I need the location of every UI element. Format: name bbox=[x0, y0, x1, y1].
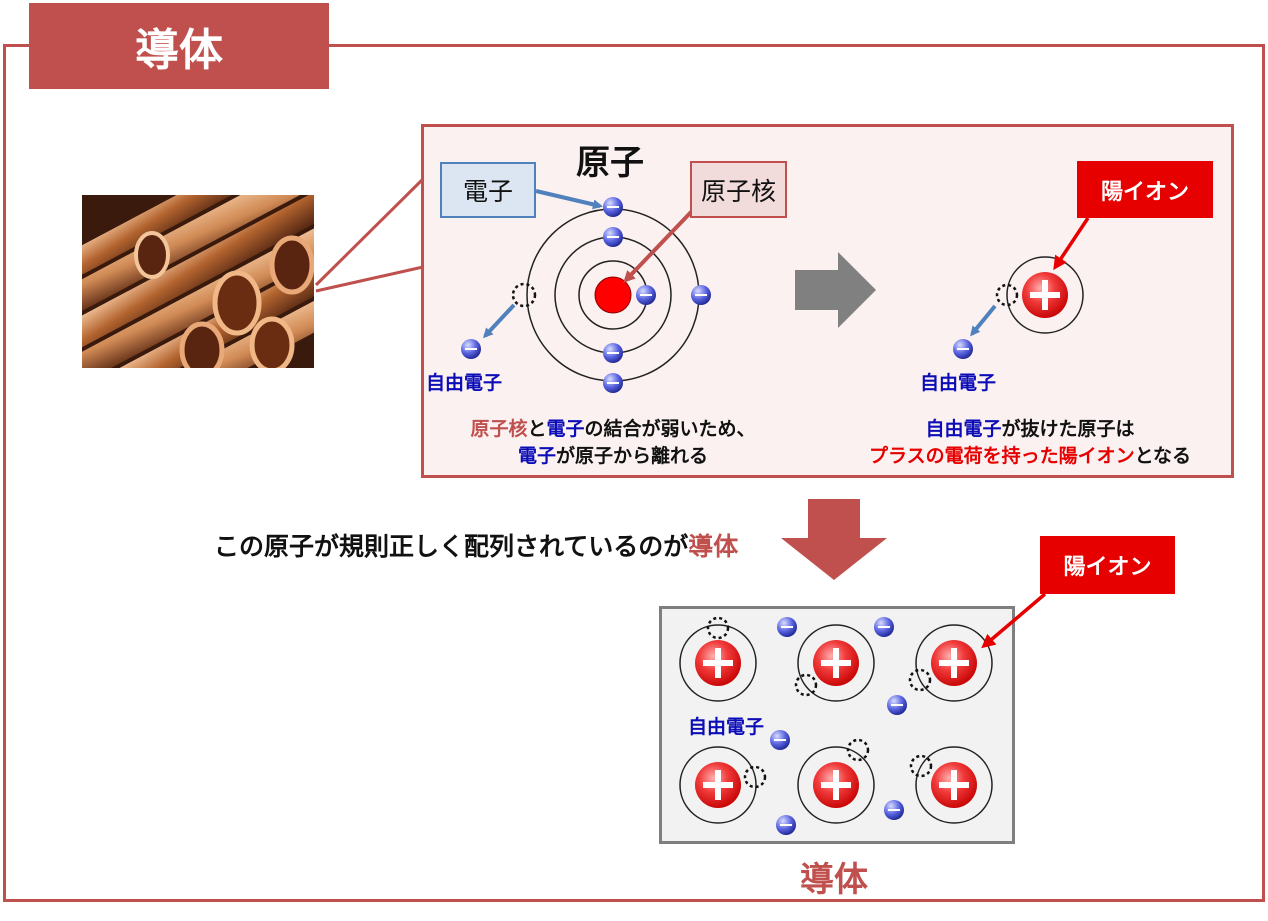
free-electron-label: 自由電子 bbox=[426, 372, 503, 394]
caption-electron-text: 電子 bbox=[546, 418, 585, 440]
arrangement-text: この原子が規則正しく配列されているのが導体 bbox=[214, 527, 738, 563]
caption-text: となる bbox=[1134, 445, 1192, 467]
positive-ion-label: 陽イオン bbox=[1040, 536, 1175, 594]
caption-electron-text: 電子 bbox=[517, 445, 556, 467]
caption-text: が抜けた原子は bbox=[1001, 418, 1135, 440]
arrangement-text-main: この原子が規則正しく配列されているのが bbox=[214, 532, 689, 561]
nucleus-callout: 原子核 bbox=[690, 161, 787, 218]
page-title: 導体 bbox=[29, 3, 329, 89]
copper-pipes-photo bbox=[82, 195, 314, 368]
caption-text: の結合が弱いため、 bbox=[584, 418, 756, 440]
free-electron-label: 自由電子 bbox=[688, 716, 765, 738]
free-electron-label: 自由電子 bbox=[920, 372, 997, 394]
arrangement-text-conductor: 導体 bbox=[688, 532, 739, 561]
atom-heading: 原子 bbox=[576, 143, 644, 183]
caption-free-electron-text: 自由電子 bbox=[925, 418, 1002, 440]
caption-ion-text: プラスの電荷を持った陽イオン bbox=[868, 445, 1135, 467]
caption-nucleus-text: 原子核 bbox=[470, 418, 528, 440]
conductor-caption: 導体 bbox=[800, 860, 868, 900]
caption-right: 自由電子が抜けた原子は プラスの電荷を持った陽イオンとなる bbox=[830, 416, 1230, 470]
positive-ion-label: 陽イオン bbox=[1077, 161, 1213, 218]
electron-callout: 電子 bbox=[440, 162, 536, 218]
caption-left: 原子核と電子の結合が弱いため、 電子が原子から離れる bbox=[421, 416, 805, 470]
outer-frame bbox=[3, 44, 1265, 902]
caption-text: と bbox=[527, 418, 547, 440]
caption-text: が原子から離れる bbox=[556, 445, 709, 467]
